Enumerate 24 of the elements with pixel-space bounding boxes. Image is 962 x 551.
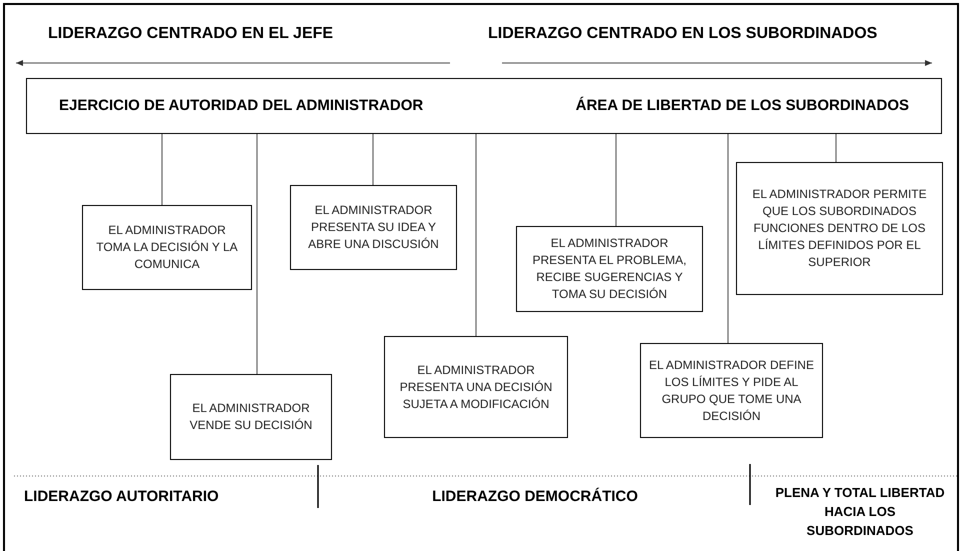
box-text: EL ADMINISTRADOR PRESENTA SU IDEA Y ABRE UNA DISCUSIÓN xyxy=(307,202,440,253)
box-text: EL ADMINISTRADOR PRESENTA UNA DECISIÓN SUJETA A MODIFICACIÓN xyxy=(398,362,554,412)
connector-line xyxy=(372,134,374,186)
behavior-box xyxy=(736,162,943,295)
behavior-box xyxy=(170,374,332,460)
bar-label: EJERCICIO DE AUTORIDAD DEL ADMINISTRADOR xyxy=(59,96,424,116)
connector-line xyxy=(256,134,258,374)
box-text: EL ADMINISTRADOR PRESENTA EL PROBLEMA, RECIBE SUGERENCIAS Y TOMA SU DECISIÓN xyxy=(531,235,688,303)
section-heading: LIDERAZGO DEMOCRÁTICO xyxy=(431,486,639,507)
behavior-box xyxy=(516,226,703,312)
box-text: EL ADMINISTRADOR VENDE SU DECISIÓN xyxy=(188,400,314,434)
authority-bar xyxy=(26,78,942,134)
behavior-box xyxy=(640,343,823,438)
box-text: EL ADMINISTRADOR DEFINE LOS LÍMITES Y PIDE AL GRUPO QUE TOME UNA DECISIÓN xyxy=(649,356,814,424)
section-heading: LIDERAZGO AUTORITARIO xyxy=(24,487,220,507)
behavior-box xyxy=(384,336,568,438)
behavior-box xyxy=(82,205,252,290)
section-heading: LIDERAZGO CENTRADO EN EL JEFE xyxy=(48,24,334,44)
box-text: EL ADMINISTRADOR TOMA LA DECISIÓN Y LA COMUNICA xyxy=(95,222,239,273)
bar-label: ÁREA DE LIBERTAD DE LOS SUBORDINADOS xyxy=(576,96,909,116)
section-heading: LIDERAZGO CENTRADO EN LOS SUBORDINADOS xyxy=(488,24,878,44)
behavior-box xyxy=(290,185,457,270)
section-heading: PLENA Y TOTAL LIBERTAD HACIA LOS SUBORDINADOS xyxy=(774,484,946,540)
box-text: EL ADMINISTRADOR PERMITE QUE LOS SUBORDINADOS FUNCIONES DENTRO DE LOS LÍMITES DEFINIDOS POR EL SUPERIOR xyxy=(751,186,928,271)
